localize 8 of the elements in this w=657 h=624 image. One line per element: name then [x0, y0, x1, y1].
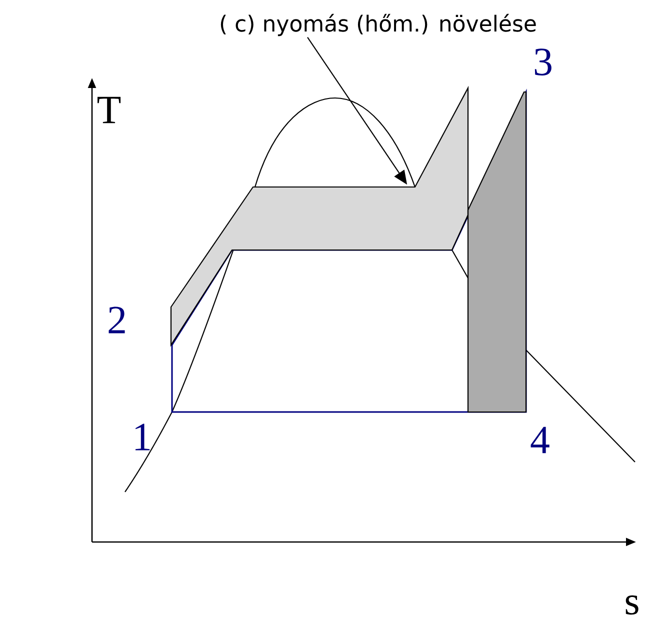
axis-label: s [626, 595, 638, 615]
shaded-area [467, 91, 527, 413]
point-label: 2 [108, 306, 125, 334]
point-label: 4 [530, 426, 550, 454]
point-label: 3 [534, 48, 552, 76]
axis-label: T [98, 96, 121, 124]
point-label: 1 [136, 424, 150, 450]
callout-text: ( c) nyomás (hőm.) növelése [220, 14, 536, 36]
